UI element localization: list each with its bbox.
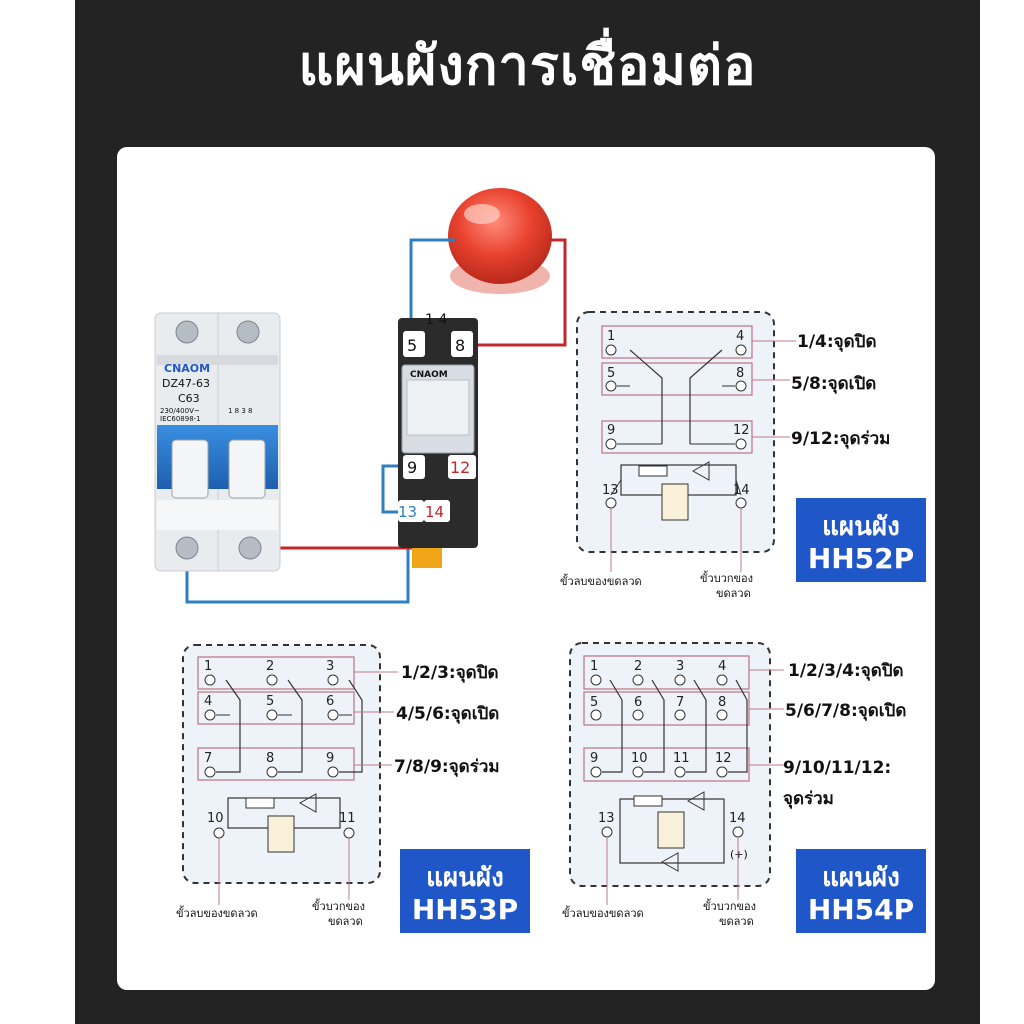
breaker-rating: C63 (178, 392, 200, 405)
hh53p-pin-5: 5 (266, 694, 274, 709)
hh54p-pin-2: 2 (634, 659, 642, 674)
hh54p-pin-9: 9 (590, 751, 598, 766)
hh53p-pin-4: 4 (204, 694, 212, 709)
hh52p-diagram: 1 4 5 8 9 12 13 14 1/4:จุดปิด (560, 311, 926, 600)
hh54p-pin-6: 6 (634, 695, 642, 710)
hh54p-label-nc: 1/2/3/4:จุดปิด (788, 661, 904, 681)
hh53p-pin-11: 11 (339, 811, 356, 826)
hh54p-pin-1: 1 (590, 659, 598, 674)
hh52p-pin-13: 13 (602, 483, 619, 498)
hh52p-label-nc: 1/4:จุดปิด (797, 332, 877, 352)
red-wire-lamp (475, 238, 567, 347)
hh54p-coil-positive-1: ขั้วบวกของ (703, 898, 756, 913)
hh52p-pin-9: 9 (607, 423, 615, 438)
hh52p-pin-4: 4 (736, 329, 744, 344)
hh54p-diagram: 1 2 3 4 5 6 7 8 9 10 11 12 13 14 (562, 642, 926, 933)
hh53p-diagram: 1 2 3 4 5 6 7 8 9 10 11 (176, 644, 530, 933)
wiring-illustration: CNAOM DZ47-63 C63 230/400V~ IEC60898-1 1… (154, 188, 567, 604)
hh53p-pin-8: 8 (266, 751, 274, 766)
hh53p-label-com: 7/8/9:จุดร่วม (394, 757, 500, 777)
blue-wire-breaker (185, 512, 410, 604)
hh54p-coil-positive-2: ขดลวด (719, 915, 754, 928)
hh53p-label-no: 4/5/6:จุดเปิด (396, 704, 499, 724)
hh53p-pin-1: 1 (204, 659, 212, 674)
hh54p-label-no: 5/6/7/8:จุดเปิด (785, 701, 906, 721)
blue-wire-jumper (381, 464, 407, 514)
relay-pin-9: 9 (407, 458, 417, 477)
blue-wire-lamp (409, 238, 455, 330)
hh53p-pin-6: 6 (326, 694, 334, 709)
hh52p-pin-1: 1 (607, 329, 615, 344)
relay-pin-5: 5 (407, 336, 417, 355)
breaker-model: DZ47-63 (162, 377, 210, 390)
relay-with-socket: CNAOM 1 4 5 8 9 12 13 14 (398, 312, 478, 568)
hh52p-coil-positive-1: ขั้วบวกของ (700, 570, 753, 585)
hh54p-pin-7: 7 (676, 695, 684, 710)
breaker-marks: 1 8 3 8 (228, 407, 253, 415)
hh54p-plus-marker: (+) (730, 848, 748, 861)
hh53p-label-nc: 1/2/3:จุดปิด (401, 663, 499, 683)
hh54p-label-com-2: จุดร่วม (783, 789, 834, 809)
hh54p-badge-line1: แผนผัง (822, 863, 900, 893)
hh53p-coil-positive-2: ขดลวด (328, 915, 363, 928)
hh53p-pin-3: 3 (326, 659, 334, 674)
hh53p-pin-7: 7 (204, 751, 212, 766)
hh52p-label-no: 5/8:จุดเปิด (791, 374, 876, 394)
hh54p-pin-10: 10 (631, 751, 648, 766)
hh54p-coil-negative: ขั้วลบของขดลวด (562, 905, 644, 920)
hh54p-pin-11: 11 (673, 751, 690, 766)
hh53p-pin-9: 9 (326, 751, 334, 766)
hh52p-pin-5: 5 (607, 366, 615, 381)
breaker-spec: 230/400V~ (160, 407, 200, 415)
relay-pin-13: 13 (398, 503, 417, 521)
hh54p-pin-4: 4 (718, 659, 726, 674)
hh52p-coil-negative: ขั้วลบของขดลวด (560, 573, 642, 588)
hh52p-badge-line2: HH52P (808, 542, 914, 575)
hh54p-pin-3: 3 (676, 659, 684, 674)
breaker-brand: CNAOM (164, 362, 210, 375)
relay-top-pins: 1 4 (425, 312, 447, 328)
hh53p-pin-2: 2 (266, 659, 274, 674)
hh53p-coil-negative: ขั้วลบของขดลวด (176, 905, 258, 920)
hh54p-pin-14: 14 (729, 811, 746, 826)
hh54p-label-com-1: 9/10/11/12: (783, 758, 891, 778)
relay-brand: CNAOM (410, 370, 448, 380)
hh54p-pin-12: 12 (715, 751, 732, 766)
hh52p-badge-line1: แผนผัง (822, 512, 900, 542)
hh52p-pin-8: 8 (736, 366, 744, 381)
hh53p-badge-line1: แผนผัง (426, 863, 504, 893)
circuit-breaker: CNAOM DZ47-63 C63 230/400V~ IEC60898-1 1… (154, 312, 281, 572)
page-title: แผนผังการเชื่อมต่อ (298, 34, 757, 97)
hh52p-label-com: 9/12:จุดร่วม (791, 429, 890, 449)
hh54p-pin-8: 8 (718, 695, 726, 710)
hh54p-badge-line2: HH54P (808, 893, 914, 926)
hh53p-pin-10: 10 (207, 811, 224, 826)
hh53p-coil-positive-1: ขั้วบวกของ (312, 898, 365, 913)
hh52p-coil-positive-2: ขดลวด (716, 587, 751, 600)
hh54p-pin-5: 5 (590, 695, 598, 710)
relay-pin-14: 14 (425, 503, 444, 521)
relay-pin-8: 8 (455, 336, 465, 355)
breaker-standard: IEC60898-1 (160, 415, 201, 423)
relay-pin-12: 12 (450, 458, 470, 477)
hh53p-badge-line2: HH53P (412, 893, 518, 926)
hh52p-pin-12: 12 (733, 423, 750, 438)
hh54p-pin-13: 13 (598, 811, 615, 826)
indicator-lamp (448, 188, 552, 294)
hh52p-pin-14: 14 (733, 483, 750, 498)
